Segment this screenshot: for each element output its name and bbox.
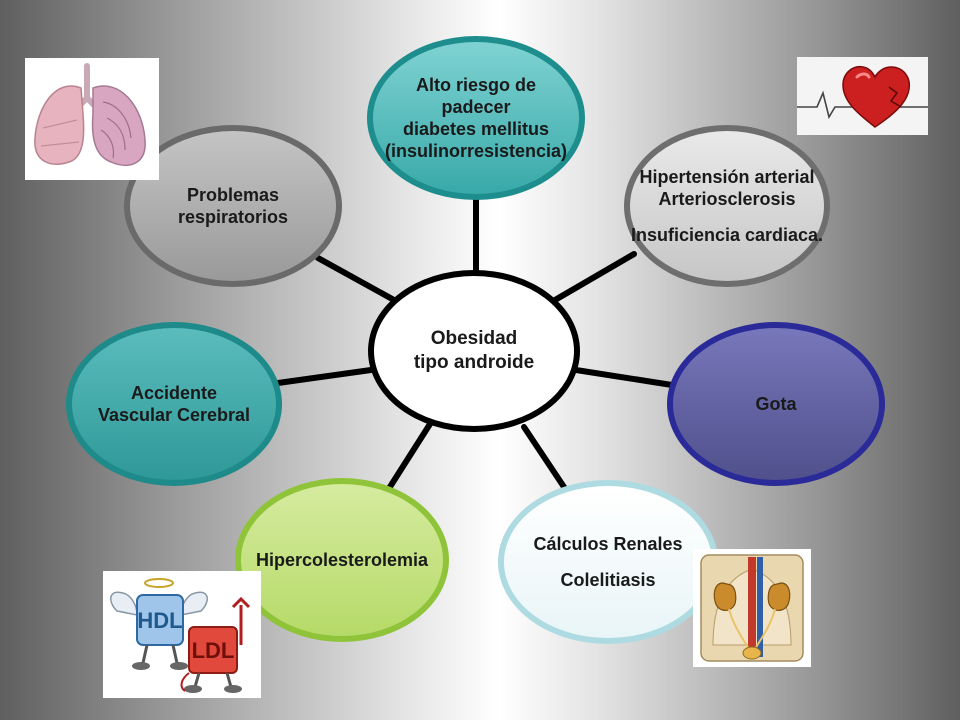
node-text: diabetes mellitus [402,119,550,139]
node-calculos-renales: Cálculos Renales Colelitiasis [498,480,718,644]
node-hipertension: Hipertensión arterial Arteriosclerosis I… [624,125,830,287]
lungs-icon [25,58,159,180]
node-text: Gota [755,394,797,414]
center-text: Obesidad [430,328,518,349]
center-node-obesidad: Obesidad tipo androide [368,270,580,432]
node-text: Hipertensión arterial [639,167,815,187]
node-text: respiratorios [177,207,289,227]
heart-ecg-icon [797,57,928,135]
hdl-label: HDL [137,608,182,633]
connector-gota [573,367,675,388]
connector-hipertension [552,251,637,303]
ldl-label: LDL [192,638,235,663]
node-text: padecer [441,97,511,117]
node-accidente-vascular: Accidente Vascular Cerebral [66,322,282,486]
connector-acv [275,367,374,386]
node-hipercolesterolemia: Hipercolesterolemia [235,478,449,642]
node-text: Problemas [186,185,280,205]
node-diabetes: Alto riesgo de padecer diabetes mellitus… [367,36,585,200]
connector-calculos [521,424,569,493]
kidney-anatomy-icon [693,549,811,667]
node-text: Hipercolesterolemia [255,550,429,570]
center-text: tipo androide [413,352,535,373]
node-text: Alto riesgo de [415,75,536,95]
node-gota: Gota [667,322,885,486]
hdl-ldl-icon: HDL LDL [103,571,261,698]
node-text: Insuficiencia cardiaca. [630,225,824,245]
node-text: Accidente [130,383,218,403]
node-text: Colelitiasis [560,570,656,590]
connector-hipercolesterolemia [385,421,433,493]
connector-respiratorios [315,255,397,303]
node-text: Vascular Cerebral [97,405,251,425]
node-problemas-respiratorios: Problemas respiratorios [124,125,342,287]
node-text: Cálculos Renales [533,534,683,554]
node-text: Arteriosclerosis [658,189,796,209]
node-text: (insulinorresistencia) [384,141,568,161]
